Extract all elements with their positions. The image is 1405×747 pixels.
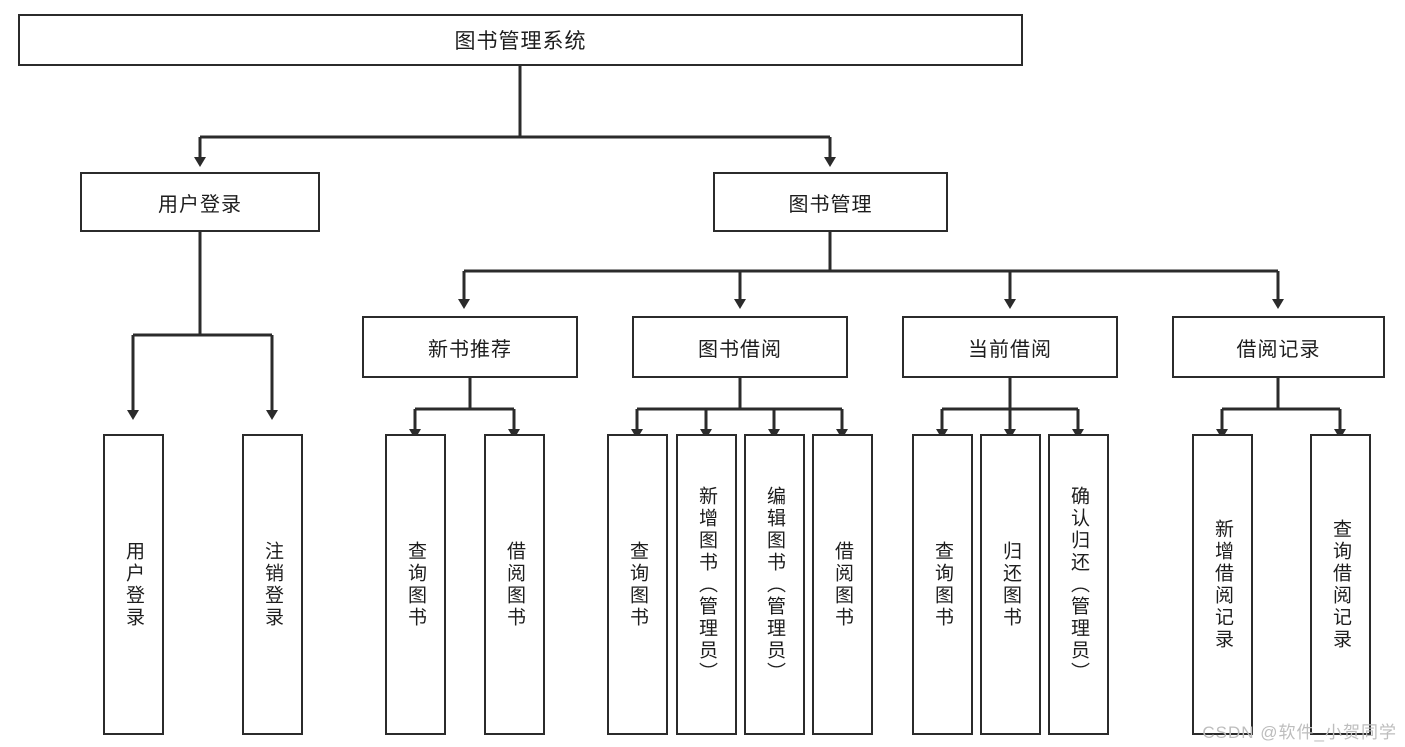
node-label: 用户登录 (158, 193, 242, 216)
node-label: 借阅图书 (504, 540, 525, 629)
leaf-query-book-current[interactable]: 查询图书 (912, 434, 973, 735)
node-label: 图书管理系统 (454, 30, 587, 53)
leaf-query-book-recommend[interactable]: 查询图书 (385, 434, 446, 735)
leaf-user-login[interactable]: 用户登录 (103, 434, 164, 735)
node-label: 归还图书 (1000, 540, 1021, 629)
node-borrow-record[interactable]: 借阅记录 (1172, 316, 1385, 378)
node-label: 当前借阅 (968, 338, 1052, 361)
node-label: 新增图书（管理员） (696, 485, 717, 684)
node-label: 图书管理 (788, 193, 873, 216)
leaf-borrow-book[interactable]: 借阅图书 (812, 434, 873, 735)
leaf-borrow-book-recommend[interactable]: 借阅图书 (484, 434, 545, 735)
leaf-edit-book-admin[interactable]: 编辑图书（管理员） (744, 434, 805, 735)
node-label: 查询图书 (627, 540, 648, 629)
node-current-borrow[interactable]: 当前借阅 (902, 316, 1118, 378)
node-book-management[interactable]: 图书管理 (713, 172, 948, 232)
node-label: 图书借阅 (698, 338, 782, 361)
leaf-query-book-borrow[interactable]: 查询图书 (607, 434, 668, 735)
node-label: 查询图书 (405, 540, 426, 629)
node-label: 查询图书 (932, 540, 953, 629)
node-label: 编辑图书（管理员） (764, 485, 785, 684)
node-label: 用户登录 (123, 540, 144, 629)
leaf-add-borrow-record[interactable]: 新增借阅记录 (1192, 434, 1253, 735)
node-label: 确认归还（管理员） (1068, 485, 1089, 684)
node-book-borrow[interactable]: 图书借阅 (632, 316, 848, 378)
node-label: 借阅图书 (832, 540, 853, 629)
node-user-login[interactable]: 用户登录 (80, 172, 320, 232)
node-label: 新书推荐 (428, 338, 512, 361)
leaf-logout[interactable]: 注销登录 (242, 434, 303, 735)
node-label: 新增借阅记录 (1212, 518, 1233, 651)
node-label: 查询借阅记录 (1330, 518, 1351, 651)
leaf-return-book[interactable]: 归还图书 (980, 434, 1041, 735)
node-label: 注销登录 (262, 540, 283, 629)
node-label: 借阅记录 (1236, 338, 1321, 361)
leaf-confirm-return-admin[interactable]: 确认归还（管理员） (1048, 434, 1109, 735)
node-root-system[interactable]: 图书管理系统 (18, 14, 1023, 66)
leaf-query-borrow-record[interactable]: 查询借阅记录 (1310, 434, 1371, 735)
leaf-add-book-admin[interactable]: 新增图书（管理员） (676, 434, 737, 735)
node-new-book-recommend[interactable]: 新书推荐 (362, 316, 578, 378)
